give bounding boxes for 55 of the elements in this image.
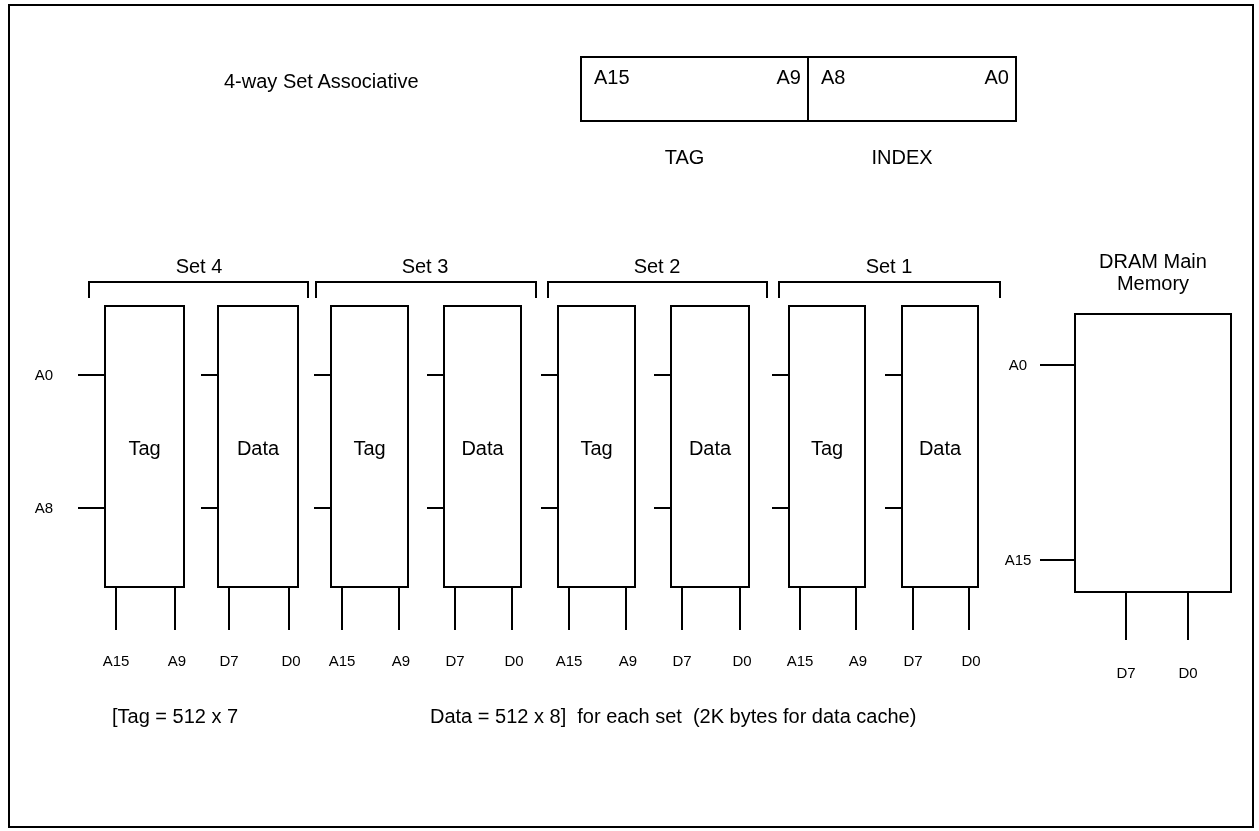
block-label: Data xyxy=(918,437,962,459)
pin-label: A9 xyxy=(167,652,187,669)
pin-label: D0 xyxy=(281,652,301,669)
field-label: TAG xyxy=(664,146,705,168)
memory-block xyxy=(443,305,522,588)
address-bit-label: A8 xyxy=(821,66,846,88)
memory-block xyxy=(901,305,979,588)
pin-label: A15 xyxy=(1004,551,1032,568)
pin-label: D0 xyxy=(961,652,981,669)
address-bit-label: A0 xyxy=(984,66,1009,88)
pin-label: A15 xyxy=(786,652,814,669)
pin-label: D7 xyxy=(1116,664,1136,681)
set-label: Set 1 xyxy=(865,255,913,277)
field-label: INDEX xyxy=(871,146,933,168)
set-label: Set 4 xyxy=(175,255,223,277)
address-bit-label: A9 xyxy=(776,66,801,88)
pin-label: A9 xyxy=(391,652,411,669)
block-label: Data xyxy=(236,437,280,459)
memory-block xyxy=(217,305,299,588)
set-label: Set 2 xyxy=(633,255,681,277)
block-label: Data xyxy=(461,437,504,459)
address-bit-label: A15 xyxy=(594,66,630,88)
pin-label: D0 xyxy=(1178,664,1198,681)
note-text: Data = 512 x 8] for each set (2K bytes for data cache) xyxy=(430,705,917,727)
pin-label: A9 xyxy=(848,652,868,669)
pin-label: D0 xyxy=(732,652,752,669)
memory-block xyxy=(557,305,636,588)
memory-block xyxy=(670,305,750,588)
block-label: Tag xyxy=(580,437,613,459)
address-field xyxy=(580,56,809,122)
pin-label: A15 xyxy=(102,652,130,669)
pin-label: D7 xyxy=(219,652,239,669)
memory-block xyxy=(1074,313,1232,593)
block-label: Tag xyxy=(810,437,844,459)
pin-label: A8 xyxy=(34,499,54,516)
address-field xyxy=(807,56,1017,122)
pin-label: A0 xyxy=(1008,356,1028,373)
block-label: Data xyxy=(688,437,732,459)
memory-block xyxy=(330,305,409,588)
pin-label: A9 xyxy=(618,652,638,669)
block-heading: DRAM Main Memory xyxy=(1098,250,1208,294)
pin-label: A15 xyxy=(328,652,356,669)
note-text: [Tag = 512 x 7 xyxy=(112,705,239,727)
memory-block xyxy=(104,305,185,588)
set-label: Set 3 xyxy=(401,255,449,277)
pin-label: A15 xyxy=(555,652,583,669)
pin-label: A0 xyxy=(34,366,54,383)
pin-label: D7 xyxy=(445,652,465,669)
pin-label: D7 xyxy=(672,652,692,669)
memory-block xyxy=(788,305,866,588)
diagram-title: 4-way Set Associative xyxy=(224,70,419,92)
pin-label: D7 xyxy=(903,652,923,669)
pin-label: D0 xyxy=(504,652,524,669)
block-label: Tag xyxy=(128,437,161,459)
block-label: Tag xyxy=(353,437,386,459)
